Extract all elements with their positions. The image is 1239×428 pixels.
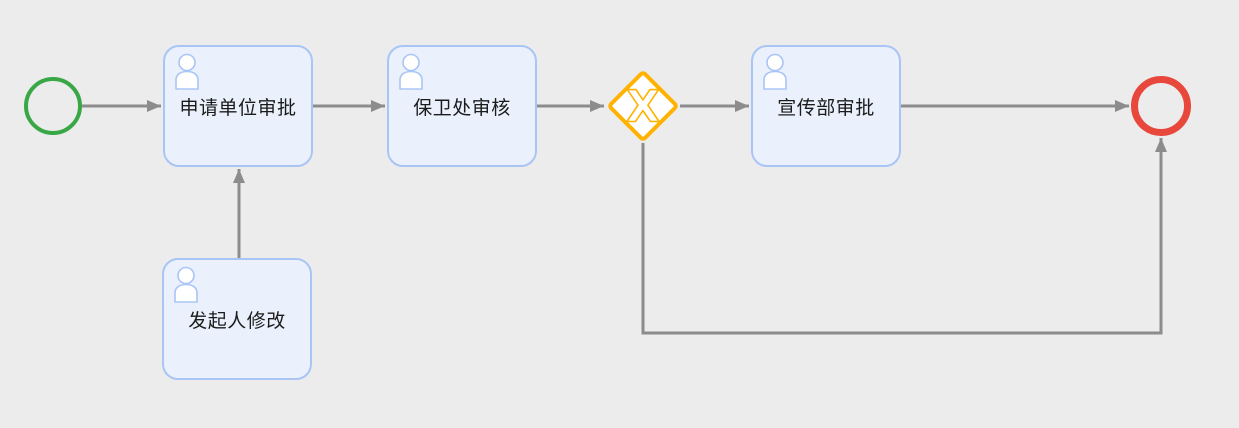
task-label: 申请单位审批 [179, 96, 297, 119]
user-icon [761, 52, 789, 90]
flow-gateway-to-end-bypass [641, 138, 1167, 335]
task-apply-unit-approval[interactable]: 申请单位审批 [163, 45, 313, 167]
task-label: 宣传部审批 [777, 96, 875, 119]
task-security-office-review[interactable]: 保卫处审核 [387, 45, 537, 167]
user-icon [397, 52, 425, 90]
task-label: 保卫处审核 [413, 96, 511, 119]
task-publicity-dept-approval[interactable]: 宣传部审批 [751, 45, 901, 167]
end-event[interactable] [1131, 76, 1191, 136]
start-event[interactable] [24, 77, 82, 135]
task-label: 发起人修改 [188, 309, 286, 332]
user-icon [172, 265, 200, 303]
svg-text:X: X [626, 82, 660, 133]
task-initiator-revise[interactable]: 发起人修改 [162, 258, 312, 380]
user-icon [173, 52, 201, 90]
exclusive-gateway[interactable]: X [606, 69, 680, 143]
gateway-x-icon: X [625, 81, 661, 134]
